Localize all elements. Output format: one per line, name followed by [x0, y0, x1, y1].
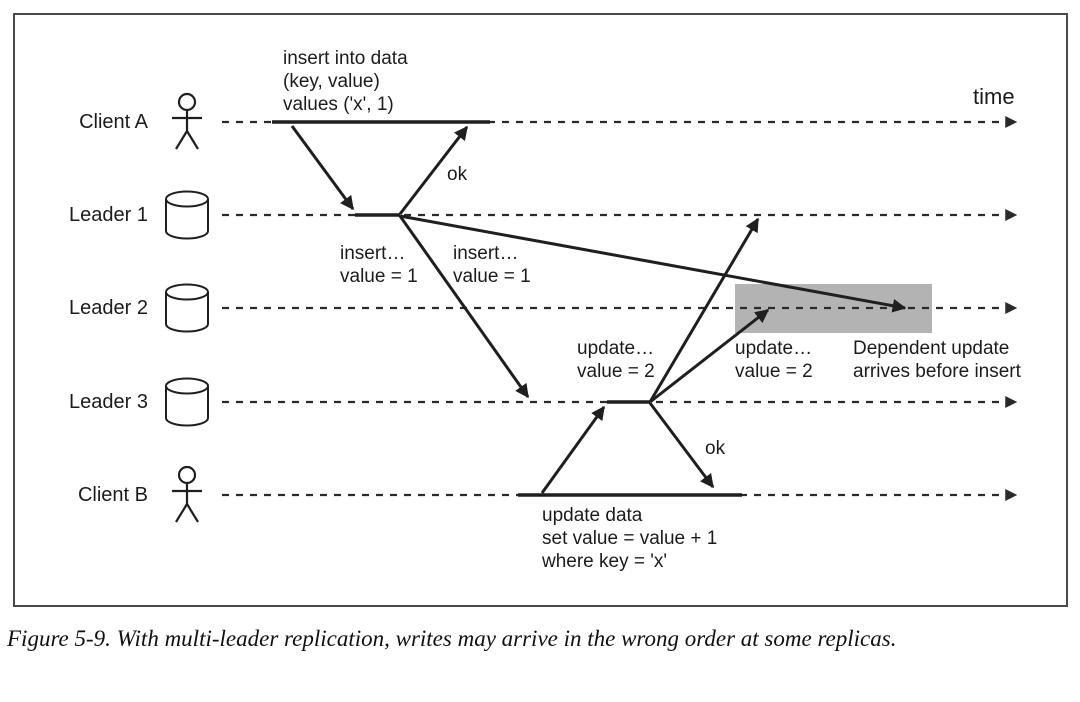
lane-label-client-a: Client A [79, 111, 148, 133]
arrow-leader3-ok-to-clientb [648, 402, 715, 489]
database-cylinder-icon [165, 377, 209, 427]
time-axis-label: time [973, 84, 1015, 109]
annotation-insert-request: insert into data (key, value) values ('x… [283, 48, 408, 115]
lane-label-leader-2: Leader 2 [69, 297, 148, 319]
lane-label-client-b: Client B [77, 484, 148, 506]
arrow-leader3-update-to-leader2 [649, 308, 770, 404]
annotation-insert-replication-2: insert… value = 1 [453, 243, 531, 287]
annotation-insert-replication-1: insert… value = 1 [340, 243, 418, 287]
lane-label-leader-1: Leader 1 [69, 204, 148, 226]
arrow-clientb-update-to-leader3 [540, 405, 606, 494]
annotation-dependent-update-note: Dependent update arrives before insert [853, 338, 1021, 382]
arrow-leader1-insert-to-leader3 [398, 215, 530, 399]
person-icon [172, 465, 202, 523]
annotation-ok-client-a: ok [447, 164, 468, 185]
annotation-ok-client-b: ok [705, 438, 726, 459]
database-cylinder-icon [165, 283, 209, 333]
annotation-update-replication-1: update… value = 2 [577, 338, 655, 382]
arrow-leader1-ok-to-clienta [398, 125, 469, 215]
database-cylinder-icon [165, 190, 209, 240]
annotation-update-request: update data set value = value + 1 where … [542, 505, 718, 572]
lane-label-leader-3: Leader 3 [69, 391, 148, 413]
arrow-leader1-insert-to-leader2-late [399, 214, 907, 313]
person-icon [172, 92, 202, 150]
arrow-clienta-insert-to-leader1 [290, 125, 355, 211]
annotation-update-replication-2: update… value = 2 [735, 338, 813, 382]
figure-caption: Figure 5-9. With multi-leader replicatio… [7, 626, 897, 651]
arrow-leader3-update-to-leader1 [648, 217, 760, 403]
